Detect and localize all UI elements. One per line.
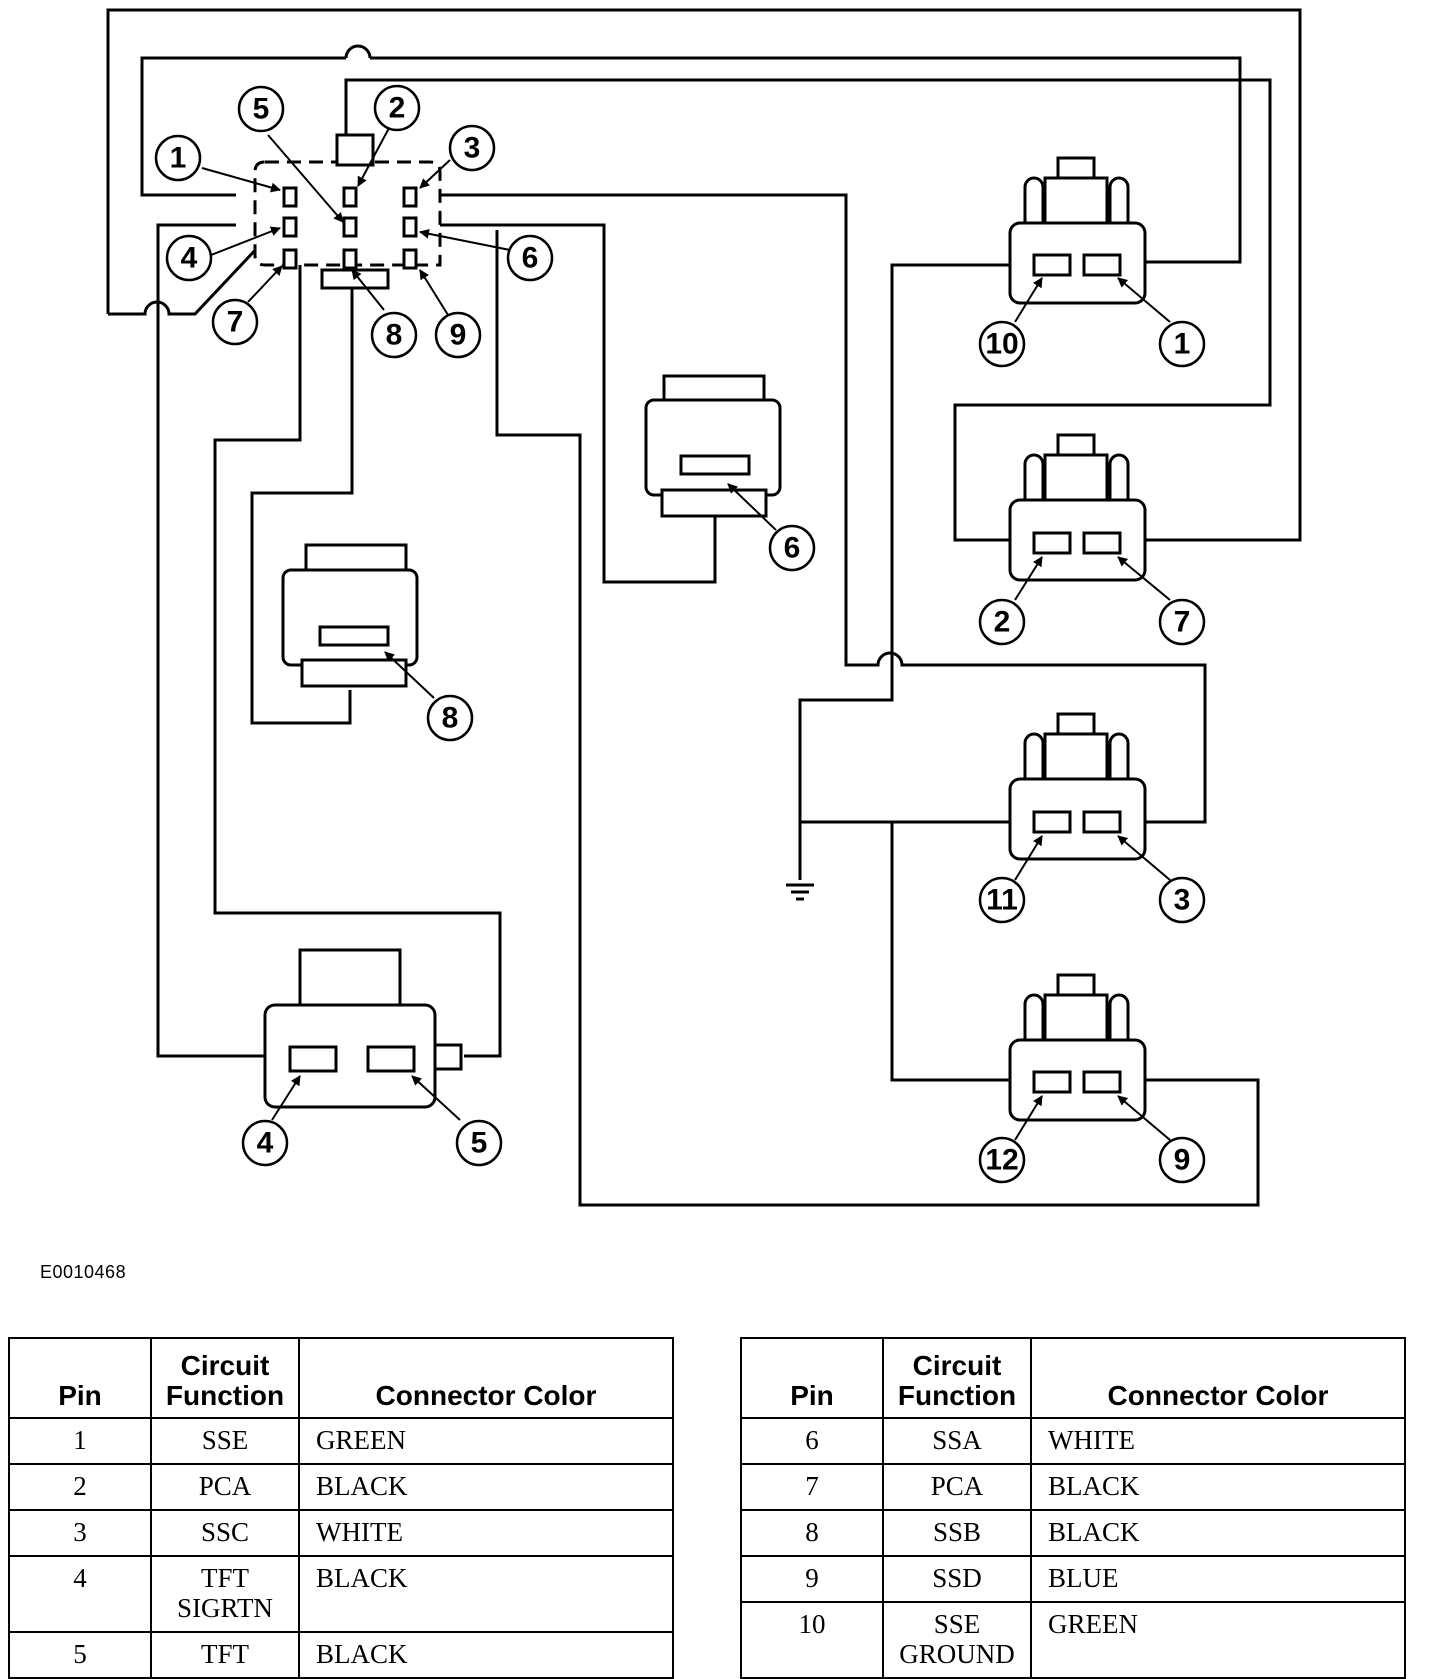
svg-text:1: 1 [1174,328,1191,361]
svg-text:7: 7 [227,306,244,339]
wire-pin2-loop [344,78,1272,542]
header-pin: Pin [740,1337,884,1419]
callout-sol1-10: 10 [978,320,1026,368]
svg-text:9: 9 [1174,1144,1191,1177]
header-connector-color: Connector Color [298,1337,674,1419]
wire-outer-loop [106,8,1302,542]
svg-text:4: 4 [181,242,198,275]
callout-main-6: 6 [506,234,554,282]
svg-text:1: 1 [170,142,187,175]
svg-text:3: 3 [464,132,481,165]
callout-main-3: 3 [448,124,496,172]
svg-text:2: 2 [994,606,1011,639]
solenoid-connector-3 [1008,712,1147,861]
svg-text:9: 9 [450,319,467,352]
svg-text:6: 6 [522,242,539,275]
svg-text:2: 2 [389,92,406,125]
wire-tft-return [156,223,265,1058]
wire-tft-signal [213,265,502,1058]
wires [106,8,1302,1207]
callout-main-4: 4 [165,234,213,282]
svg-text:7: 7 [1174,606,1191,639]
callout-sol1-1: 1 [1158,320,1206,368]
svg-text:11: 11 [986,884,1018,917]
wire-ground-bus [798,263,1010,1082]
solenoid-connector-4 [1008,973,1147,1122]
callout-main-9: 9 [434,311,482,359]
svg-text:3: 3 [1174,884,1191,917]
svg-text:4: 4 [257,1127,274,1160]
callout-sol2-7: 7 [1158,598,1206,646]
wiring-diagram: 1 5 2 3 4 6 7 8 9 6 8 4 5 10 1 2 7 11 3 … [106,8,1302,1207]
sensor-connector-8 [281,543,419,688]
callout-main-5: 5 [237,85,285,133]
callouts: 1 5 2 3 4 6 7 8 9 6 8 4 5 10 1 2 7 11 3 … [154,84,1206,1184]
callout-main-8: 8 [370,311,418,359]
svg-text:5: 5 [253,93,270,126]
callout-sensor-8: 8 [426,694,474,742]
wire-pin1 [140,56,1242,264]
tft-connector [263,948,463,1109]
callout-tft-4: 4 [241,1119,289,1167]
svg-text:6: 6 [784,532,801,565]
header-connector-color: Connector Color [1030,1337,1406,1419]
wire-pin3 [440,193,1207,824]
svg-text:8: 8 [442,702,459,735]
callout-sol2-2: 2 [978,598,1026,646]
svg-text:8: 8 [386,319,403,352]
ground-icon [786,883,814,901]
wire-pin9 [495,230,1260,1207]
callout-sol3-3: 3 [1158,876,1206,924]
callout-sol4-12: 12 [978,1136,1026,1184]
solenoid-connector-2 [1008,433,1147,582]
callout-sensor-6: 6 [768,524,816,572]
svg-text:12: 12 [985,1144,1018,1177]
callout-sol3-11: 11 [978,876,1026,924]
callout-main-7: 7 [211,298,259,346]
wire-sensor-8 [250,265,354,725]
callout-tft-5: 5 [455,1119,503,1167]
svg-text:10: 10 [985,328,1018,361]
sensor-connector-6 [644,374,782,518]
figure-id: E0010468 [40,1262,127,1282]
wire-sensor-6 [440,223,717,584]
header-pin: Pin [8,1337,152,1419]
main-connector [253,133,442,290]
callout-sol4-9: 9 [1158,1136,1206,1184]
callout-main-2: 2 [373,84,421,132]
leader-lines [201,127,1171,1141]
solenoid-connector-1 [1008,156,1147,305]
svg-text:5: 5 [471,1127,488,1160]
callout-main-1: 1 [154,134,202,182]
